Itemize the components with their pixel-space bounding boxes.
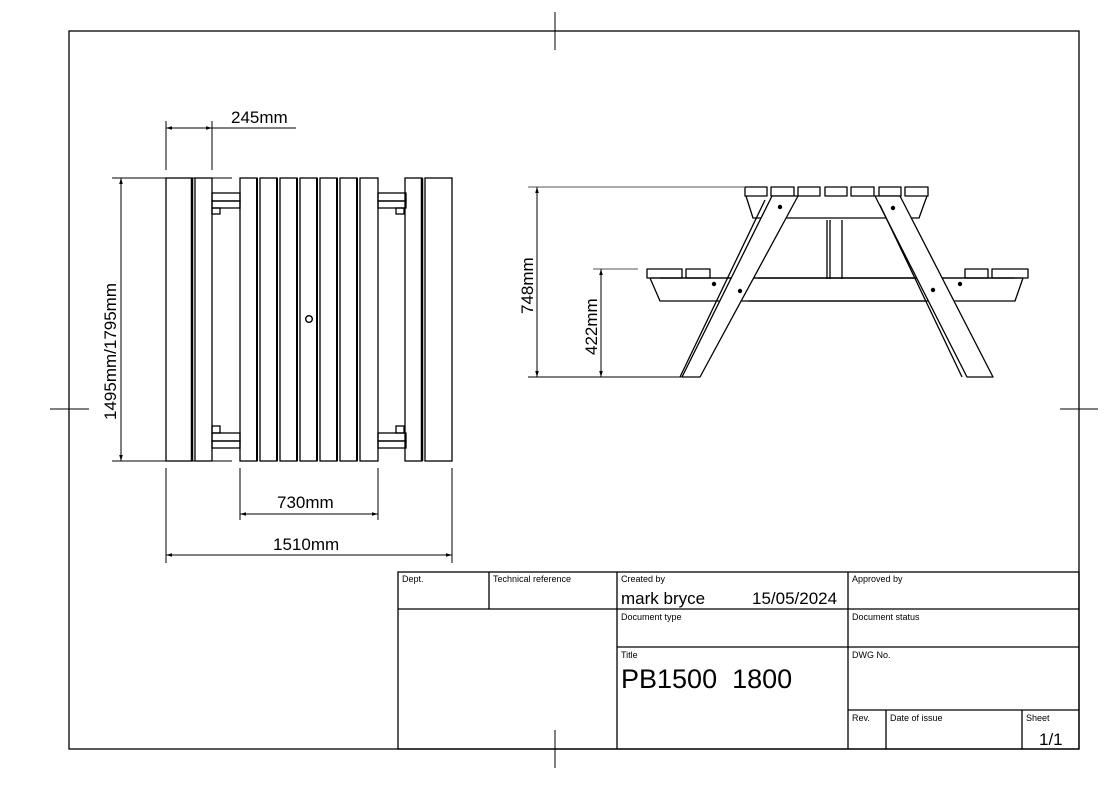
top-view (165, 177, 453, 462)
table-top-boards (744, 186, 929, 197)
created-by-label: Created by (621, 574, 666, 584)
dim-seat-height-label: 422mm (582, 298, 601, 355)
table-board (279, 177, 298, 462)
dim-length-label: 1495mm/1795mm (101, 283, 120, 420)
document-type-label: Document type (621, 612, 682, 622)
seat-board (424, 177, 453, 462)
dim-overall-width-label: 1510mm (273, 535, 339, 554)
dim-inner-width-label: 730mm (277, 493, 334, 512)
title-label: Title (621, 650, 638, 660)
dim-table-height-label: 748mm (518, 257, 537, 314)
centering-marks (50, 12, 1098, 768)
table-board (259, 177, 278, 462)
sheet-value: 1/1 (1039, 730, 1063, 749)
created-by-value: mark bryce (621, 589, 705, 608)
approved-by-label: Approved by (852, 574, 903, 584)
technical-reference-label: Technical reference (493, 574, 571, 584)
seat-board (165, 177, 193, 462)
table-board (299, 177, 318, 462)
table-board (319, 177, 338, 462)
title-block (397, 571, 1080, 750)
date-of-issue-label: Date of issue (890, 713, 943, 723)
created-date: 15/05/2024 (752, 589, 837, 608)
dim-gap-label: 245mm (231, 108, 288, 127)
rev-label: Rev. (852, 713, 870, 723)
parasol-hole (305, 315, 314, 324)
title-value: PB1500 1800 (621, 664, 792, 694)
cross-braces (211, 192, 407, 449)
dwg-no-label: DWG No. (852, 650, 891, 660)
seat-board (404, 177, 423, 462)
bolts (711, 204, 963, 294)
top-view-dimensions (112, 121, 453, 563)
side-view (646, 186, 1029, 378)
sheet-label: Sheet (1026, 713, 1050, 723)
side-view-dimensions (528, 186, 745, 378)
dept-label: Dept. (402, 574, 424, 584)
document-status-label: Document status (852, 612, 920, 622)
seat-board (194, 177, 213, 462)
sheet-border (68, 30, 1080, 750)
table-board (359, 177, 379, 462)
table-board (239, 177, 258, 462)
table-board (339, 177, 358, 462)
